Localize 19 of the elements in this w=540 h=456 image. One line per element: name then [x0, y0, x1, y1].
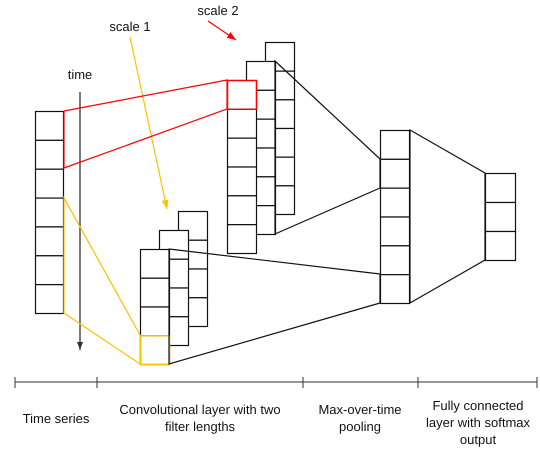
- axis-title: time: [66, 66, 94, 83]
- stage-label: Time series: [22, 410, 90, 427]
- stacked-cell-columns: [140, 211, 208, 365]
- scale-label: scale 1: [100, 18, 160, 36]
- pooling-cell-column: [380, 130, 410, 304]
- stacked-cell-columns: [227, 42, 295, 254]
- stage-label: Max-over-time pooling: [317, 401, 403, 435]
- connector-line: [63, 79, 228, 169]
- connector-line: [168, 248, 381, 365]
- arrow: [129, 36, 169, 210]
- output-cell-column: [485, 173, 516, 261]
- connector-line: [63, 196, 141, 366]
- arrow: [208, 20, 236, 40]
- connector-line: [409, 128, 486, 304]
- stage-label: Convolutional layer with two filter lengths: [118, 401, 282, 435]
- connector-line: [274, 60, 381, 235]
- input-cell-column: [35, 111, 64, 314]
- stage-label: Fully connected layer with softmax output: [424, 397, 532, 448]
- scale-label: scale 2: [188, 2, 248, 20]
